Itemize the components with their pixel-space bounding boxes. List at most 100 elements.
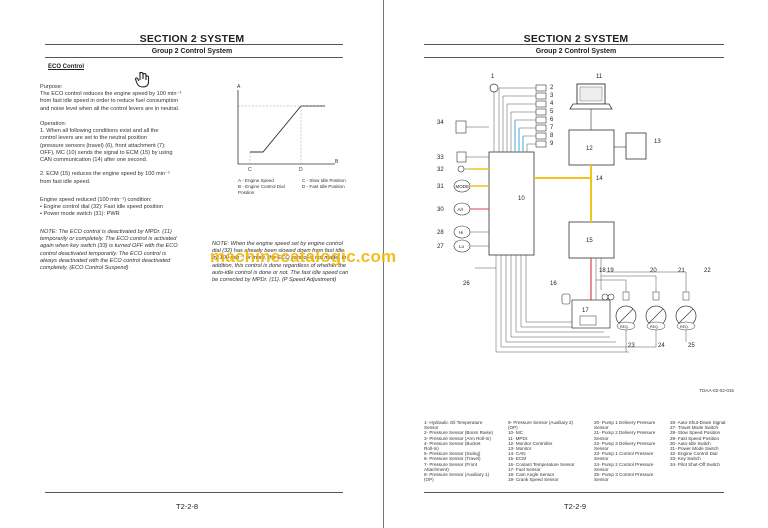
note-line: again when key switch (33) is turned OFF…	[40, 243, 178, 250]
legend-line: 19- Crank Speed Sensor	[508, 477, 559, 483]
operation-line: CAN communication (14) after one second.	[40, 157, 148, 164]
legend-line: 30- Auto-Idle Switch	[670, 440, 711, 446]
note-line: addition, this control is done regardles…	[212, 262, 347, 269]
legend-line: 26- Auto-Shut-Down Signal	[670, 420, 726, 425]
right-manual-page: SECTION 2 SYSTEM Group 2 Control System	[384, 0, 768, 528]
legend-line: 10- MC	[508, 430, 524, 436]
legend-line: Sensor	[594, 425, 609, 431]
legend-line: Attachment)	[424, 466, 449, 472]
legend-line: 13- Monitor	[508, 446, 532, 452]
legend-column-1: 1- Hydraulic Oil Temperature Sensor 2- P…	[424, 420, 512, 482]
label-34: 34	[437, 120, 444, 126]
pressure-sensor-column	[535, 84, 547, 148]
note-line: NOTE: The ECO control is deactivated by …	[40, 229, 172, 235]
legend-column-2: 9- Pressure Sensor (Auxiliary 2) (OP) 10…	[508, 420, 598, 482]
pump1-req-label: REQ.	[620, 325, 629, 329]
purpose-line: from fast idle speed in order to reduce …	[40, 98, 179, 105]
label-16: 16	[550, 281, 557, 287]
operation-spacer	[40, 164, 172, 171]
title-rule-top	[424, 44, 724, 45]
graph-speed-curve	[250, 105, 325, 153]
graph-legend-left: A - Engine Speed B - Engine Control Dial…	[238, 178, 298, 196]
note-line: auto-idle control is done or not. The fa…	[212, 269, 349, 276]
can-line	[534, 165, 592, 179]
label-9: 9	[550, 141, 554, 147]
meter-hi-label: Hi	[459, 230, 463, 235]
operation-line: from fast idle speed.	[40, 178, 91, 185]
label-24: 24	[658, 343, 665, 349]
footer-rule	[424, 492, 724, 493]
graph-tick-d: D	[299, 167, 303, 173]
graph-legend-item: B - Engine Control Dial Position	[238, 184, 285, 195]
legend-line: (OP)	[508, 425, 518, 431]
legend-line: 21- Pump 2 Delivery Pressure	[594, 430, 656, 436]
legend-line: Roll-In)	[424, 446, 439, 452]
note-line: temporarily or completely. The ECO contr…	[40, 236, 177, 243]
pump2-req-label: REQ.	[650, 325, 659, 329]
legend-line: 23- Pump 1 Control Pressure	[594, 451, 654, 457]
label-12: 12	[586, 146, 593, 152]
legend-line: 1- Hydraulic Oil Temperature	[424, 420, 483, 425]
legend-line: Sensor	[594, 466, 609, 472]
legend-line: 34- Pilot Shut-Off Switch	[670, 461, 720, 467]
legend-column-3: 20- Pump 1 Delivery Pressure Sensor 21- …	[594, 420, 674, 482]
fuel-gauge	[579, 315, 597, 326]
control-system-diagram: MODE A/I Hi Lo	[437, 74, 734, 393]
left-switch-group	[453, 120, 471, 253]
legend-line: 7- Pressure Sensor (Front	[424, 461, 478, 467]
legend-line: 11- MPDr.	[508, 435, 529, 441]
graph-legend-item: C - Slow Idle Position	[302, 178, 346, 183]
legend-line: 27- Travel Mode Switch	[670, 425, 718, 431]
engine-speed-graph: A B C D	[237, 84, 339, 173]
label-10: 10	[518, 196, 525, 202]
legend-line: 24- Pump 2 Control Pressure	[594, 461, 654, 467]
graph-axis-a-label: A	[237, 84, 241, 90]
legend-line: 14- CAN	[508, 451, 526, 457]
legend-line: 15- ECM	[508, 456, 527, 462]
note-speed-adjust: NOTE: When the engine speed set by engin…	[212, 241, 348, 284]
left-manual-page: SECTION 2 SYSTEM Group 2 Control System …	[40, 33, 349, 511]
legend-line: 18- Cam Angle Sensor	[508, 472, 555, 478]
crank-sensor-icon	[607, 293, 615, 301]
coolant-sensor-icon	[561, 293, 571, 305]
label-4: 4	[550, 101, 554, 107]
condition-block: Engine speed reduced (100 min⁻¹) conditi…	[40, 197, 163, 219]
watermark-text: machinecatalogic.com	[210, 247, 397, 266]
legend-line: 9- Pressure Sensor (Auxiliary 2)	[508, 420, 574, 425]
graph-tick-c: C	[248, 167, 252, 173]
legend-line: Sensor	[594, 477, 609, 483]
label-18: 18	[599, 268, 606, 274]
meter-ai-label: A/I	[458, 207, 464, 212]
label-13: 13	[654, 139, 661, 145]
label-8: 8	[550, 133, 554, 139]
legend-line: 16- Coolant Temperature Sensor	[508, 461, 575, 467]
label-31: 31	[437, 184, 444, 190]
legend-line: 5- Pressure Sensor (Swing)	[424, 451, 481, 457]
pump-group	[615, 291, 697, 331]
legend-line: Sensor	[424, 425, 439, 431]
pump3-req-label: REQ.	[680, 325, 689, 329]
title-rule-bottom	[424, 57, 724, 58]
legend-line: Sensor	[594, 446, 609, 452]
hand-pointer-icon	[135, 71, 149, 88]
label-23: 23	[628, 343, 635, 349]
note-line: always deactivated with the ECO control …	[40, 257, 171, 264]
operation-line: 2. ECM (15) reduces the engine speed by …	[40, 171, 170, 178]
group-title: Group 2 Control System	[151, 48, 233, 55]
note-line: completely. (ECO Control Suspend)	[40, 265, 129, 272]
legend-line: 6- Pressure Sensor (Travel)	[424, 456, 481, 462]
legend-line: 33- Key Switch	[670, 456, 701, 462]
operation-line: control levers are set to the neutral po…	[40, 135, 147, 142]
note-line: dial (32) has already been slowed down f…	[212, 248, 345, 255]
legend-line: Sensor	[594, 456, 609, 462]
figure-code: TDAA-02-02-015	[699, 388, 734, 393]
label-19: 19	[607, 268, 614, 274]
graph-legend-item: D - Fast Idle Position	[302, 184, 345, 189]
legend-line: 20- Pump 1 Delivery Pressure	[594, 420, 656, 425]
label-33: 33	[437, 155, 444, 161]
legend-line: 4- Pressure Sensor (Bucket	[424, 440, 481, 446]
laptop-base	[569, 103, 613, 110]
label-32: 32	[437, 167, 444, 173]
legend-line: 22- Pump 3 Delivery Pressure	[594, 440, 656, 446]
purpose-label: Purpose:	[40, 84, 63, 90]
